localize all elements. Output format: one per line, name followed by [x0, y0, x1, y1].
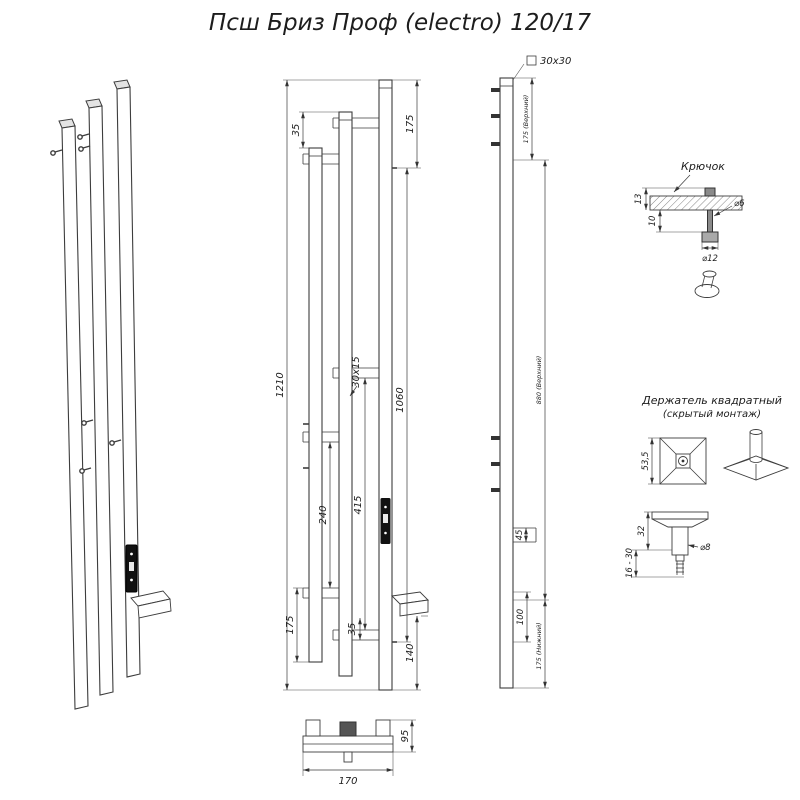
- bar2: [88, 105, 114, 696]
- front-view-dimensions: 1210 35 175 1060 30х15 240 415 175 140: [275, 79, 428, 691]
- side-dim-880-label: 880 (Верхний): [535, 356, 543, 405]
- panel-led-front: [384, 505, 387, 509]
- hook-label: Крючок: [681, 160, 725, 173]
- side-dim-175-bottom-label: 175 (Нижний): [535, 622, 543, 669]
- dim-35-top-label: 35: [291, 124, 302, 137]
- panel-display-front: [383, 514, 388, 523]
- front-bar-right: [378, 79, 393, 691]
- perspective-view: [50, 79, 172, 710]
- dim-175-top-label: 175: [405, 114, 416, 133]
- wall-section: [649, 195, 743, 211]
- panel-button-front: [384, 531, 387, 535]
- side-dim-175-top-label: 175 (Верхний): [522, 95, 530, 144]
- hook-dim-d12-label: ⌀12: [702, 254, 718, 264]
- holder-dim-32-label: 32: [637, 526, 647, 537]
- square-profile-symbol: [526, 55, 537, 66]
- dim-30x15-label: 30х15: [351, 356, 362, 387]
- panel-button: [130, 578, 133, 582]
- hook-cap: [701, 231, 719, 243]
- side-dim-45-label: 45: [515, 530, 525, 541]
- holder-side-view: [651, 511, 709, 575]
- holder-3d-view: [722, 429, 790, 481]
- front-bar-middle: [338, 111, 353, 677]
- panel-led: [130, 552, 133, 556]
- holder-dim-d8-label: ⌀8: [700, 543, 711, 553]
- side-profile-label: 30х30: [540, 56, 571, 67]
- front-view: [302, 79, 429, 691]
- bar1: [61, 125, 89, 710]
- bottom-view: 170 95: [302, 719, 416, 787]
- side-pegs: [491, 88, 500, 492]
- front-bar-left: [308, 147, 323, 663]
- hook-dim-10-label: 10: [648, 216, 658, 227]
- holder-detail: Держатель квадратный (скрытый монтаж) 53…: [625, 394, 790, 578]
- side-view: 30х30 175 (Верхний) 880 (Верхний) 45 100…: [491, 55, 571, 689]
- hook-dim-13-label: 13: [634, 194, 644, 205]
- bottom-tab-left: [305, 719, 321, 737]
- page-title: Псш Бриз Проф (electro) 120/17: [209, 10, 592, 36]
- dim-95-label: 95: [400, 730, 411, 743]
- hook-head: [704, 187, 716, 197]
- side-dim-100-label: 100: [516, 609, 526, 625]
- rail-front-3d: [137, 598, 172, 619]
- dim-170-label: 170: [338, 776, 357, 787]
- dim-1060-label: 1060: [395, 387, 406, 412]
- holder-label-line2: (скрытый монтаж): [663, 409, 761, 420]
- dim-240-label: 240: [318, 505, 329, 524]
- hook-3d: [694, 270, 720, 298]
- bottom-stub: [343, 751, 353, 763]
- dim-415-label: 415: [353, 495, 364, 514]
- dim-1210-label: 1210: [275, 372, 286, 397]
- holder-dim-53-5-label: 53,5: [641, 452, 651, 471]
- holder-label-line1: Держатель квадратный: [641, 394, 782, 407]
- hook-detail: Крючок 13 10 ⌀6 ⌀12: [634, 160, 745, 298]
- dim-175-bottom-label: 175: [285, 615, 296, 634]
- dim-35-bottom-label: 35: [347, 623, 358, 636]
- holder-front-view: [659, 437, 707, 485]
- bar3: [116, 86, 141, 678]
- dim-140-label: 140: [405, 643, 416, 662]
- side-bar: [499, 77, 514, 689]
- bar-top-caps: [309, 87, 392, 157]
- hook-dim-d6-label: ⌀6: [734, 199, 745, 209]
- holder-dim-16-30-label: 16 - 30: [625, 548, 635, 578]
- bottom-center-block: [339, 721, 357, 737]
- bottom-tab-right: [375, 719, 391, 737]
- panel-display: [129, 562, 134, 571]
- hook-stem: [707, 209, 713, 233]
- hooks-3d: [50, 133, 122, 474]
